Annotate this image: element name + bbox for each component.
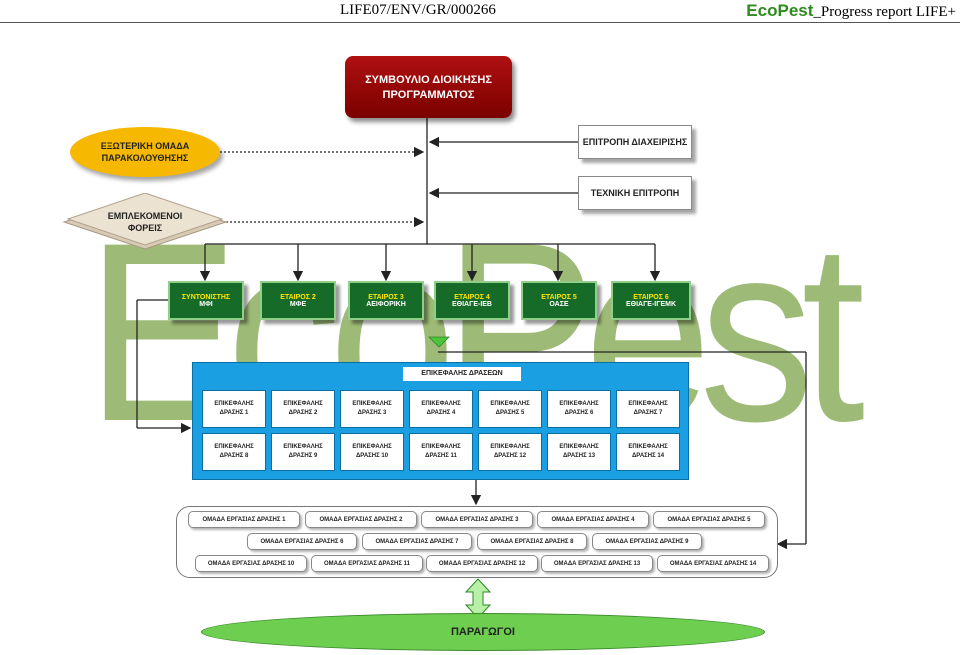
action-head-2-line-2: ΔΡΑΣΗΣ 2 bbox=[288, 410, 318, 416]
action-head-8-line-1: ΕΠΙΚΕΦΑΛΗΣ bbox=[214, 444, 254, 450]
action-head-11-line-2: ΔΡΑΣΗΣ 11 bbox=[425, 453, 457, 459]
action-head-5: ΕΠΙΚΕΦΑΛΗΣ ΔΡΑΣΗΣ 5 bbox=[478, 390, 542, 428]
action-head-6-line-2: ΔΡΑΣΗΣ 6 bbox=[564, 410, 594, 416]
action-head-11-line-1: ΕΠΙΚΕΦΑΛΗΣ bbox=[421, 444, 461, 450]
board-line-2: ΠΡΟΓΡΑΜΜΑΤΟΣ bbox=[382, 88, 475, 101]
action-head-12: ΕΠΙΚΕΦΑΛΗΣ ΔΡΑΣΗΣ 12 bbox=[478, 433, 542, 471]
action-head-3-line-1: ΕΠΙΚΕΦΑΛΗΣ bbox=[352, 401, 392, 407]
action-head-7-line-1: ΕΠΙΚΕΦΑΛΗΣ bbox=[628, 401, 668, 407]
action-head-12-line-1: ΕΠΙΚΕΦΑΛΗΣ bbox=[490, 444, 530, 450]
work-group-9: ΟΜΑΔΑ ΕΡΓΑΣΙΑΣ ΔΡΑΣΗΣ 9 bbox=[592, 533, 702, 550]
work-group-13: ΟΜΑΔΑ ΕΡΓΑΣΙΑΣ ΔΡΑΣΗΣ 13 bbox=[541, 555, 653, 572]
work-group-10: ΟΜΑΔΑ ΕΡΓΑΣΙΑΣ ΔΡΑΣΗΣ 10 bbox=[195, 555, 307, 572]
work-group-4: ΟΜΑΔΑ ΕΡΓΑΣΙΑΣ ΔΡΑΣΗΣ 4 bbox=[537, 511, 649, 528]
action-head-13-line-2: ΔΡΑΣΗΣ 13 bbox=[562, 453, 596, 459]
action-head-3-line-2: ΔΡΑΣΗΣ 3 bbox=[357, 410, 387, 416]
action-head-14-line-1: ΕΠΙΚΕΦΑΛΗΣ bbox=[628, 444, 668, 450]
report-suffix: _Progress report LIFE+ bbox=[813, 4, 956, 20]
partner-4: ΕΤΑΙΡΟΣ 4 ΕΘΙΑΓΕ-ΙΕΒ bbox=[434, 281, 510, 320]
action-head-7-line-2: ΔΡΑΣΗΣ 7 bbox=[633, 410, 663, 416]
action-head-1-line-2: ΔΡΑΣΗΣ 1 bbox=[219, 410, 249, 416]
partner-4-name: ΕΘΙΑΓΕ-ΙΕΒ bbox=[452, 300, 492, 308]
action-head-14-line-2: ΔΡΑΣΗΣ 14 bbox=[631, 453, 665, 459]
partner-3-name: ΑΕΙΦΟΡΙΚΗ bbox=[366, 300, 406, 308]
partner-2-name: ΜΦΕ bbox=[289, 300, 307, 308]
work-group-2: ΟΜΑΔΑ ΕΡΓΑΣΙΑΣ ΔΡΑΣΗΣ 2 bbox=[305, 511, 417, 528]
action-head-2-line-1: ΕΠΙΚΕΦΑΛΗΣ bbox=[283, 401, 323, 407]
partner-1: ΣΥΝΤΟΝΙΣΤΗΣ ΜΦΙ bbox=[168, 281, 244, 320]
partner-2: ΕΤΑΙΡΟΣ 2 ΜΦΕ bbox=[260, 281, 336, 320]
action-head-6-line-1: ΕΠΙΚΕΦΑΛΗΣ bbox=[559, 401, 599, 407]
partner-3: ΕΤΑΙΡΟΣ 3 ΑΕΙΦΟΡΙΚΗ bbox=[348, 281, 424, 320]
work-group-12: ΟΜΑΔΑ ΕΡΓΑΣΙΑΣ ΔΡΑΣΗΣ 12 bbox=[426, 555, 538, 572]
stakeholders-line-2: ΦΟΡΕΙΣ bbox=[127, 223, 163, 233]
action-head-13-line-1: ΕΠΙΚΕΦΑΛΗΣ bbox=[559, 444, 599, 450]
action-head-11: ΕΠΙΚΕΦΑΛΗΣ ΔΡΑΣΗΣ 11 bbox=[409, 433, 473, 471]
action-head-4: ΕΠΙΚΕΦΑΛΗΣ ΔΡΑΣΗΣ 4 bbox=[409, 390, 473, 428]
external-group-line-1: ΕΞΩΤΕΡΙΚΗ ΟΜΑΔΑ bbox=[100, 141, 190, 151]
action-head-10-line-1: ΕΠΙΚΕΦΑΛΗΣ bbox=[352, 444, 392, 450]
work-group-7: ΟΜΑΔΑ ΕΡΓΑΣΙΑΣ ΔΡΑΣΗΣ 7 bbox=[362, 533, 472, 550]
header-divider bbox=[0, 22, 960, 23]
action-head-6: ΕΠΙΚΕΦΑΛΗΣ ΔΡΑΣΗΣ 6 bbox=[547, 390, 611, 428]
action-head-9: ΕΠΙΚΕΦΑΛΗΣ ΔΡΑΣΗΣ 9 bbox=[271, 433, 335, 471]
work-group-6: ΟΜΑΔΑ ΕΡΓΑΣΙΑΣ ΔΡΑΣΗΣ 6 bbox=[247, 533, 357, 550]
partner-6-role: ΕΤΑΙΡΟΣ 6 bbox=[633, 293, 669, 301]
work-groups-frame bbox=[176, 506, 778, 578]
external-group-line-2: ΠΑΡΑΚΟΛΟΥΘΗΣΗΣ bbox=[101, 153, 189, 163]
action-head-4-line-2: ΔΡΑΣΗΣ 4 bbox=[426, 410, 456, 416]
action-heads-title: ΕΠΙΚΕΦΑΛΗΣ ΔΡΑΣΕΩΝ bbox=[403, 367, 521, 381]
action-head-3: ΕΠΙΚΕΦΑΛΗΣ ΔΡΑΣΗΣ 3 bbox=[340, 390, 404, 428]
action-head-8: ΕΠΙΚΕΦΑΛΗΣ ΔΡΑΣΗΣ 8 bbox=[202, 433, 266, 471]
action-head-9-line-2: ΔΡΑΣΗΣ 9 bbox=[288, 453, 318, 459]
action-head-7: ΕΠΙΚΕΦΑΛΗΣ ΔΡΑΣΗΣ 7 bbox=[616, 390, 680, 428]
board-line-1: ΣΥΜΒΟΥΛΙΟ ΔΙΟΙΚΗΣΗΣ bbox=[365, 73, 492, 86]
management-committee: ΕΠΙΤΡΟΠΗ ΔΙΑΧΕΙΡΙΣΗΣ bbox=[578, 125, 692, 159]
partner-2-role: ΕΤΑΙΡΟΣ 2 bbox=[280, 293, 316, 301]
action-head-5-line-1: ΕΠΙΚΕΦΑΛΗΣ bbox=[490, 401, 530, 407]
action-head-8-line-2: ΔΡΑΣΗΣ 8 bbox=[219, 453, 249, 459]
action-head-1: ΕΠΙΚΕΦΑΛΗΣ ΔΡΑΣΗΣ 1 bbox=[202, 390, 266, 428]
producers-ellipse: ΠΑΡΑΓΩΓΟΙ bbox=[201, 613, 765, 651]
action-head-5-line-2: ΔΡΑΣΗΣ 5 bbox=[495, 410, 525, 416]
work-group-1: ΟΜΑΔΑ ΕΡΓΑΣΙΑΣ ΔΡΑΣΗΣ 1 bbox=[188, 511, 300, 528]
external-monitoring-group: ΕΞΩΤΕΡΙΚΗ ΟΜΑΔΑ ΠΑΡΑΚΟΛΟΥΘΗΣΗΣ bbox=[70, 127, 220, 177]
action-head-14: ΕΠΙΚΕΦΑΛΗΣ ΔΡΑΣΗΣ 14 bbox=[616, 433, 680, 471]
action-head-4-line-1: ΕΠΙΚΕΦΑΛΗΣ bbox=[421, 401, 461, 407]
work-group-8: ΟΜΑΔΑ ΕΡΓΑΣΙΑΣ ΔΡΑΣΗΣ 8 bbox=[477, 533, 587, 550]
document-id: LIFE07/ENV/GR/000266 bbox=[340, 2, 496, 18]
work-group-11: ΟΜΑΔΑ ΕΡΓΑΣΙΑΣ ΔΡΑΣΗΣ 11 bbox=[311, 555, 423, 572]
partner-5: ΕΤΑΙΡΟΣ 5 ΟΑΣΕ bbox=[521, 281, 597, 320]
technical-committee: ΤΕΧΝΙΚΗ ΕΠΙΤΡΟΠΗ bbox=[578, 176, 692, 210]
action-head-12-line-2: ΔΡΑΣΗΣ 12 bbox=[493, 453, 527, 459]
partner-3-role: ΕΤΑΙΡΟΣ 3 bbox=[368, 293, 404, 301]
work-group-5: ΟΜΑΔΑ ΕΡΓΑΣΙΑΣ ΔΡΑΣΗΣ 5 bbox=[653, 511, 765, 528]
stakeholders-label: ΕΜΠΛΕΚΟΜΕΝΟΙ ΦΟΡΕΙΣ bbox=[80, 205, 210, 239]
action-head-1-line-1: ΕΠΙΚΕΦΑΛΗΣ bbox=[214, 401, 254, 407]
partner-4-role: ΕΤΑΙΡΟΣ 4 bbox=[454, 293, 490, 301]
partner-5-role: ΕΤΑΙΡΟΣ 5 bbox=[541, 293, 577, 301]
action-head-9-line-1: ΕΠΙΚΕΦΑΛΗΣ bbox=[283, 444, 323, 450]
action-head-10: ΕΠΙΚΕΦΑΛΗΣ ΔΡΑΣΗΣ 10 bbox=[340, 433, 404, 471]
work-group-3: ΟΜΑΔΑ ΕΡΓΑΣΙΑΣ ΔΡΑΣΗΣ 3 bbox=[421, 511, 533, 528]
action-head-10-line-2: ΔΡΑΣΗΣ 10 bbox=[355, 453, 389, 459]
partner-5-name: ΟΑΣΕ bbox=[549, 300, 569, 308]
partner-6-name: ΕΘΙΑΓΕ-ΙΓΕΜΚ bbox=[625, 300, 677, 308]
stakeholders-diamond bbox=[62, 193, 228, 250]
partner-1-name: ΜΦΙ bbox=[199, 300, 213, 308]
work-group-14: ΟΜΑΔΑ ΕΡΓΑΣΙΑΣ ΔΡΑΣΗΣ 14 bbox=[657, 555, 769, 572]
program-board: ΣΥΜΒΟΥΛΙΟ ΔΙΟΙΚΗΣΗΣ ΠΡΟΓΡΑΜΜΑΤΟΣ bbox=[345, 56, 512, 118]
stakeholders-line-1: ΕΜΠΛΕΚΟΜΕΝΟΙ bbox=[107, 211, 183, 221]
action-head-13: ΕΠΙΚΕΦΑΛΗΣ ΔΡΑΣΗΣ 13 bbox=[547, 433, 611, 471]
partner-1-role: ΣΥΝΤΟΝΙΣΤΗΣ bbox=[181, 293, 231, 301]
action-head-2: ΕΠΙΚΕΦΑΛΗΣ ΔΡΑΣΗΣ 2 bbox=[271, 390, 335, 428]
brand-name: EcoPest bbox=[746, 1, 814, 20]
header-report-title: EcoPest_Progress report LIFE+ bbox=[746, 1, 956, 21]
partner-6: ΕΤΑΙΡΟΣ 6 ΕΘΙΑΓΕ-ΙΓΕΜΚ bbox=[611, 281, 691, 320]
